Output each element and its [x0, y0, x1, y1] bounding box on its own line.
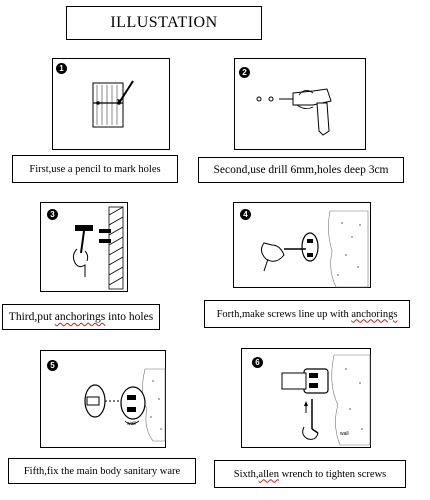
step-3-panel: 3	[40, 202, 128, 292]
pencil-marking-illustration	[92, 80, 134, 128]
step-1-badge: 1	[56, 63, 67, 74]
sanitary-ware-illustration	[84, 368, 166, 442]
step-4-caption-anchorings: anchorings	[351, 308, 398, 320]
step-6-badge: 6	[252, 357, 263, 368]
step-6-caption-allen: allen	[258, 468, 279, 480]
step-3-caption-anchorings: anchorings	[54, 311, 106, 323]
step-5-caption: Fifth,fix the main body sanitary ware	[8, 458, 196, 484]
hammer-anchoring-illustration	[72, 206, 124, 290]
step-1-panel: 1	[52, 58, 170, 150]
step-6-panel: 6 wall	[241, 348, 371, 448]
step-6-caption-prefix: Sixth,	[233, 468, 259, 480]
step-4-caption: Forth,make screws line up with anchoring…	[204, 300, 410, 328]
step-4-badge: 4	[240, 209, 251, 220]
step-5-caption-text: Fifth,fix the main body sanitary ware	[23, 465, 181, 477]
step-1-caption: First,use a pencil to mark holes	[12, 155, 178, 183]
step-3-caption-suffix: into holes	[105, 311, 154, 323]
step-6-caption: Sixth,allen wrench to tighten screws	[214, 460, 406, 488]
step-2-panel: 2	[234, 58, 366, 150]
step-5-badge: 5	[47, 360, 58, 371]
step-5-panel: 5 wall	[40, 350, 166, 448]
step-6-caption-suffix: wrench to tighten screws	[278, 468, 387, 480]
drill-illustration	[256, 88, 332, 136]
step-5-wall-label: wall	[127, 421, 136, 427]
page-title: ILLUSTATION	[66, 6, 262, 40]
step-4-panel: 4	[233, 202, 371, 288]
allen-wrench-illustration	[281, 354, 371, 446]
step-2-caption: Second,use drill 6mm,holes deep 3cm	[198, 157, 404, 183]
step-3-caption: Third,put anchorings into holes	[2, 304, 160, 330]
screw-alignment-illustration	[260, 210, 369, 288]
step-6-wall-label: wall	[340, 431, 349, 437]
step-3-caption-prefix: Third,put	[8, 311, 55, 323]
step-3-badge: 3	[47, 209, 58, 220]
step-4-caption-prefix: Forth,make screws line up with	[216, 308, 352, 320]
step-1-caption-text: First,use a pencil to mark holes	[29, 163, 161, 175]
step-2-badge: 2	[239, 67, 250, 78]
step-2-caption-text: Second,use drill 6mm,holes deep 3cm	[213, 164, 389, 176]
